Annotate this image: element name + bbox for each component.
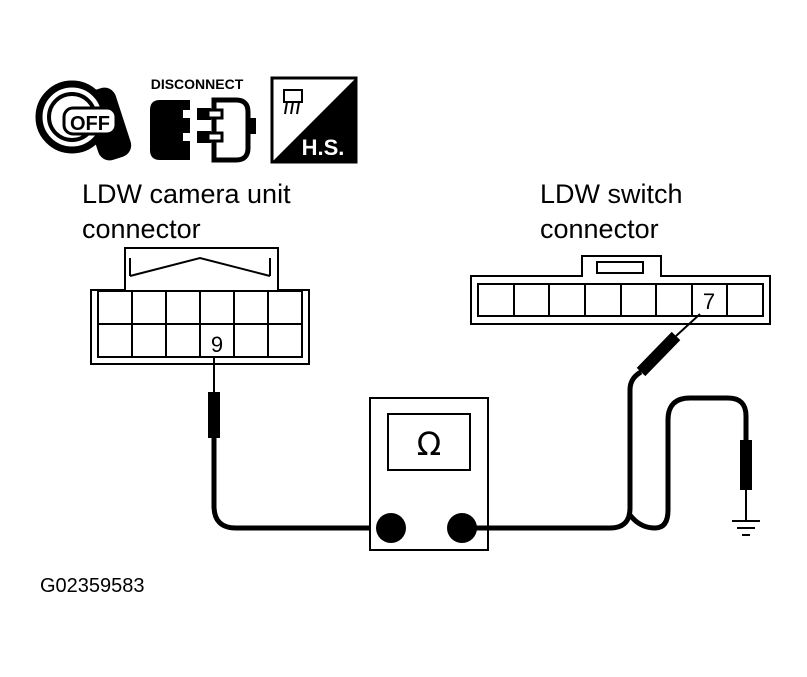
disconnect-icon: DISCONNECT [150,76,256,163]
left-test-lead [211,438,390,531]
harness-side-text: H.S. [302,135,345,160]
ground-probe [740,440,752,520]
ignition-off-text: OFF [70,113,110,135]
right-test-lead [462,369,643,531]
switch-connector-label-line1: LDW switch [540,179,683,209]
switch-connector-label-line2: connector [540,214,659,244]
meter-terminal-left [376,513,406,543]
camera-connector-label-line1: LDW camera unit [82,179,291,209]
ground-icon [732,520,760,536]
right-probe [636,313,701,377]
camera-terminal-9: 9 [211,332,223,357]
ohmmeter: Ω [369,397,489,551]
switch-terminal-7: 7 [703,289,715,314]
switch-connector [470,255,771,325]
camera-unit-connector [90,247,310,365]
camera-connector-label-line2: connector [82,214,201,244]
ignition-off-icon: OFF [35,80,132,161]
left-probe [208,358,220,438]
ground-lead [628,395,749,531]
figure-code: G02359583 [40,575,145,597]
ohm-symbol: Ω [417,425,441,463]
harness-side-icon: H.S. [270,76,358,164]
disconnect-text: DISCONNECT [151,76,244,92]
